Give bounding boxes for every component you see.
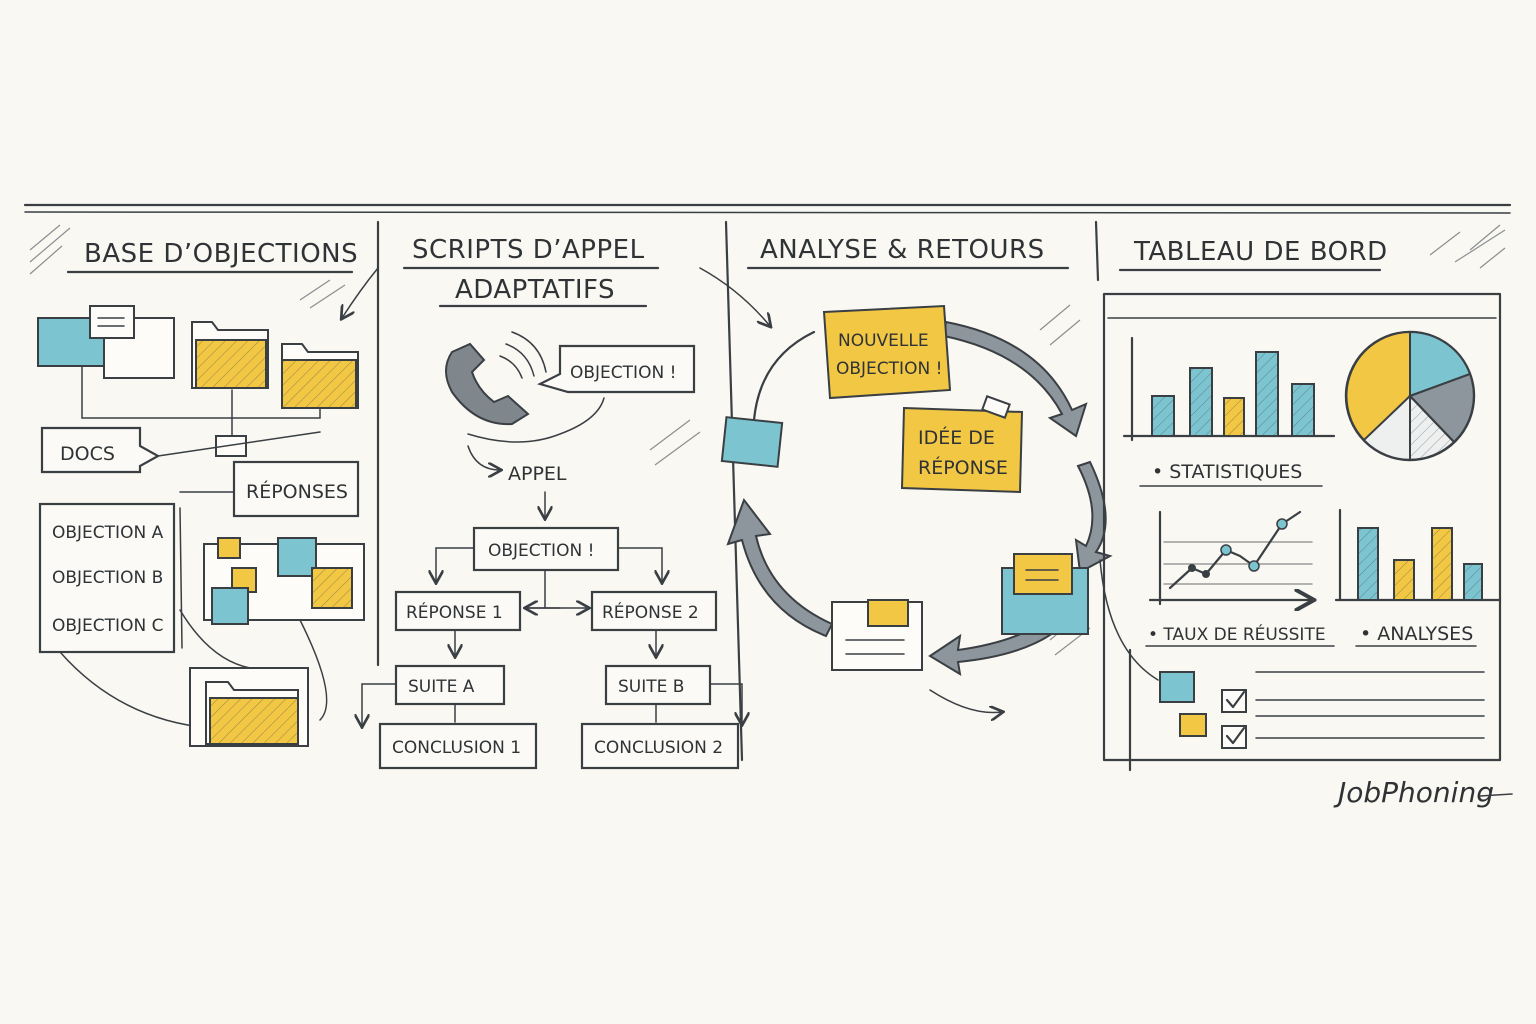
incoming-arrow	[342, 267, 379, 318]
folder-icon	[281, 343, 359, 409]
column-analyse: ANALYSE & RETOURS NOUVELLE OBJECTION ! I…	[699, 235, 1113, 713]
dashboard-panel	[1102, 292, 1502, 762]
folder-icon	[37, 305, 175, 379]
docs-box: DOCS	[40, 426, 161, 474]
note-nouvelle-line2: OBJECTION !	[836, 359, 942, 379]
document-icon	[831, 599, 923, 671]
objection-c: OBJECTION C	[52, 616, 163, 636]
note-nouvelle-line1: NOUVELLE	[838, 331, 929, 351]
title-scripts-line1: SCRIPTS D’APPEL	[412, 235, 645, 265]
sticky-note-icon: IDÉE DE RÉPONSE	[900, 395, 1024, 494]
reponse2-node: RÉPONSE 2	[590, 590, 718, 632]
speech-bubble-icon: OBJECTION !	[536, 344, 696, 394]
suite-a-label: SUITE A	[408, 677, 475, 697]
reponses-box: RÉPONSES	[232, 460, 360, 518]
suite-b-node: SUITE B	[604, 664, 712, 706]
sticky-note-board	[203, 537, 365, 625]
reponse2-label: RÉPONSE 2	[602, 601, 699, 623]
suite-a-node: SUITE A	[394, 664, 506, 706]
title-scripts-line2: ADAPTATIFS	[455, 275, 615, 305]
column-tableau: TABLEAU DE BORD	[1099, 237, 1502, 762]
reponses-label: RÉPONSES	[246, 480, 348, 503]
objection-node-label: OBJECTION !	[488, 541, 594, 561]
reponse1-node: RÉPONSE 1	[394, 590, 522, 632]
column-dividers	[376, 220, 1132, 772]
bar-chart-icon	[1334, 508, 1502, 602]
title-analyse: ANALYSE & RETOURS	[760, 235, 1045, 265]
objection-node: OBJECTION !	[472, 526, 620, 572]
checkbox-icon	[1225, 690, 1246, 709]
brand-signature: JobPhoning	[1333, 776, 1494, 809]
taux-label: • TAUX DE RÉUSSITE	[1148, 623, 1326, 645]
phone-icon	[445, 331, 547, 426]
note-idee-line1: IDÉE DE	[918, 426, 995, 449]
docs-label: DOCS	[60, 443, 115, 465]
title-tableau: TABLEAU DE BORD	[1133, 237, 1388, 267]
objection-a: OBJECTION A	[52, 523, 164, 543]
conclusion2-node: CONCLUSION 2	[580, 722, 740, 770]
line-chart-icon	[1148, 510, 1312, 604]
reponse1-label: RÉPONSE 1	[406, 601, 503, 623]
objection-list: OBJECTION A OBJECTION B OBJECTION C	[38, 502, 183, 654]
card-icon	[720, 416, 784, 468]
column-scripts: SCRIPTS D’APPEL ADAPTATIFS OBJECTION ! A…	[362, 235, 742, 770]
checkbox-icon	[1225, 726, 1246, 745]
bubble-objection-label: OBJECTION !	[570, 363, 676, 383]
conclusion1-label: CONCLUSION 1	[392, 738, 521, 758]
folder-icon	[189, 667, 309, 747]
statistiques-label: • STATISTIQUES	[1152, 461, 1302, 483]
frame-top	[23, 203, 1512, 214]
column-base-objections: BASE D’OBJECTIONS DOCS	[37, 239, 379, 747]
bar-chart-icon	[1122, 336, 1336, 442]
checklist	[1159, 671, 1485, 749]
analyses-label: • ANALYSES	[1360, 623, 1473, 645]
appel-label: APPEL	[508, 463, 567, 485]
folder-icon	[191, 321, 269, 389]
note-idee-line2: RÉPONSE	[918, 456, 1008, 479]
suite-b-label: SUITE B	[618, 677, 684, 697]
title-base-objections: BASE D’OBJECTIONS	[84, 239, 358, 269]
pie-chart-icon	[1344, 330, 1476, 462]
conclusion2-label: CONCLUSION 2	[594, 738, 723, 758]
sticky-note-icon: NOUVELLE OBJECTION !	[822, 304, 952, 400]
conclusion1-node: CONCLUSION 1	[378, 722, 538, 770]
objection-b: OBJECTION B	[52, 568, 163, 588]
document-icon	[1001, 553, 1089, 635]
